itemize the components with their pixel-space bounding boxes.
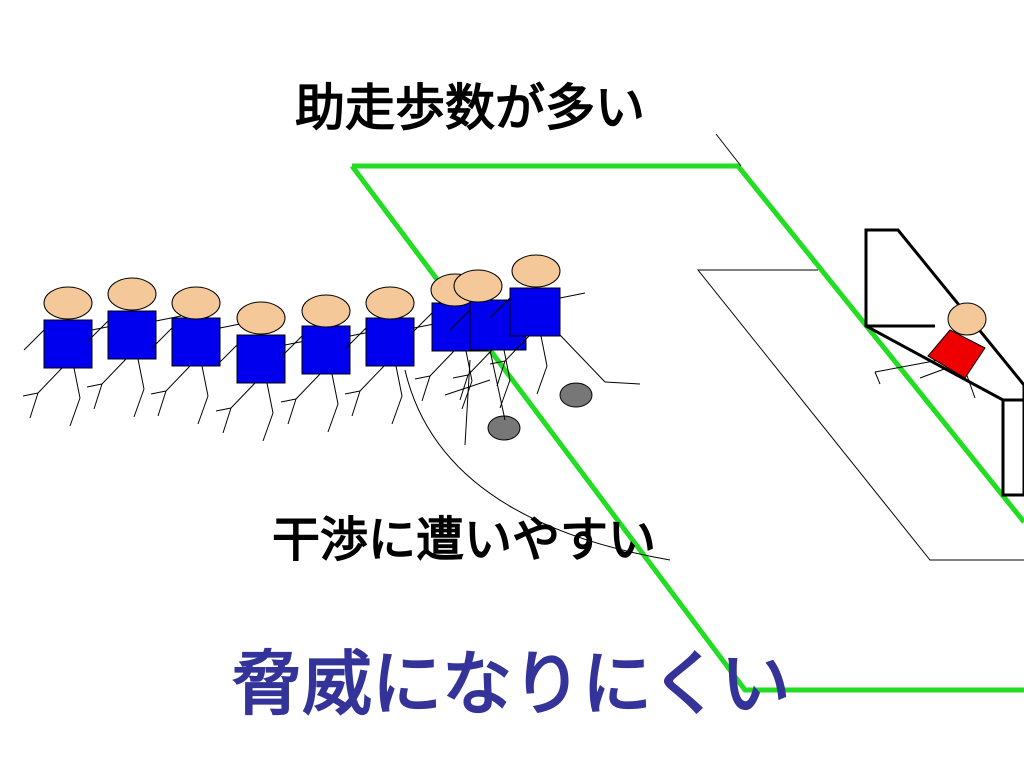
attacker-figure [280,294,376,433]
court-centerline [350,164,1024,693]
attacker-limb [157,390,167,417]
attacker-limb [345,327,367,349]
attacker-head [511,254,561,288]
attacker-limb [101,358,127,385]
attacker-limb [429,350,455,377]
attack-zone-outline [696,269,1024,561]
attacker-head [301,294,351,328]
ball [559,382,593,408]
attacker-limb [559,292,586,299]
attacker-limb [93,383,103,410]
attacker-limb [29,392,39,419]
attacker-limb [359,365,385,392]
attacker-limb [280,398,297,403]
attacker-limb [452,374,469,379]
attacker-body [301,325,351,375]
attacker-limb [69,397,81,427]
attacker-head [236,301,286,335]
attacker-head [43,286,93,320]
attacker-limb [391,395,403,425]
attacker-limb [351,390,361,417]
attacker-limb [222,407,232,434]
title-pointer-line [715,133,742,167]
attacker-head [453,269,503,303]
attacker-limb [287,398,297,425]
attacker-figure [489,254,586,395]
attacker-limb [331,373,339,405]
attacker-head [171,286,221,320]
attacker-limb [22,392,39,397]
attacker-limb [215,407,232,412]
blocker-body [927,329,986,379]
attacker-body [365,317,415,367]
attacker-limb [230,382,256,409]
attacker-limb [503,349,511,381]
attacker-limb [165,365,191,392]
attacker-limb [464,359,471,446]
attacker-limb [281,335,303,357]
attacker-limb [201,365,209,397]
attacker-figure [22,286,118,427]
attacker-limb [86,383,103,388]
attacker-limb [23,329,45,351]
attacker-limb [327,403,339,433]
net-block [864,228,1024,497]
attacker-head [365,286,415,320]
attacker-group [22,254,641,446]
attacker-limb [266,382,274,414]
court-boundary [352,163,1024,524]
blocker-head [947,302,987,336]
attacker-limb [414,375,431,380]
attacker-limb [411,312,433,334]
attacker-limb [151,327,173,349]
attacker-limb [504,335,530,362]
attacker-limb [449,309,471,331]
attacker-limb [150,390,167,395]
attacker-limb [344,390,361,395]
attacker-limb [559,334,606,383]
attacker-limb [496,360,506,387]
attacker-limb [133,388,145,418]
attacker-figure [150,286,246,425]
attacker-limb [155,315,182,322]
attacker-limb [461,380,473,410]
interference-text: 干渉に遭いやすい [272,512,657,568]
attacker-body [171,317,221,367]
attacker-limb [465,350,473,382]
attacker-limb [197,395,209,425]
ball [487,415,521,441]
attacker-limb [459,374,469,401]
attacker-limb [87,320,109,342]
attacker-limb [295,373,321,400]
attacker-figure [344,286,440,425]
attacker-limb [216,344,238,366]
attacker-body [236,334,286,384]
attacker-limb [489,297,511,319]
attacker-limb [421,375,431,402]
attacker-head [107,277,157,311]
attacker-body [43,319,93,369]
attacker-limb [73,367,81,399]
blocker-figure [874,302,987,399]
attacker-figure [86,277,182,418]
attacker-figure [215,301,311,442]
attacker-limb [536,365,548,395]
title-text: 助走歩数が多い [295,79,645,137]
attacker-limb [444,379,491,396]
attacker-limb [137,358,145,390]
interference-curve [404,369,671,561]
attacker-body [107,310,157,360]
conclusion-text: 脅威になりにくい [232,643,791,725]
attacker-limb [540,335,548,367]
attacker-limb [262,412,274,442]
attacker-limb [467,349,493,376]
attacker-limb [489,349,506,421]
attacker-limb [37,367,63,394]
attacker-limb [604,381,641,385]
attacker-limb [395,365,403,397]
attacker-body [509,287,561,337]
